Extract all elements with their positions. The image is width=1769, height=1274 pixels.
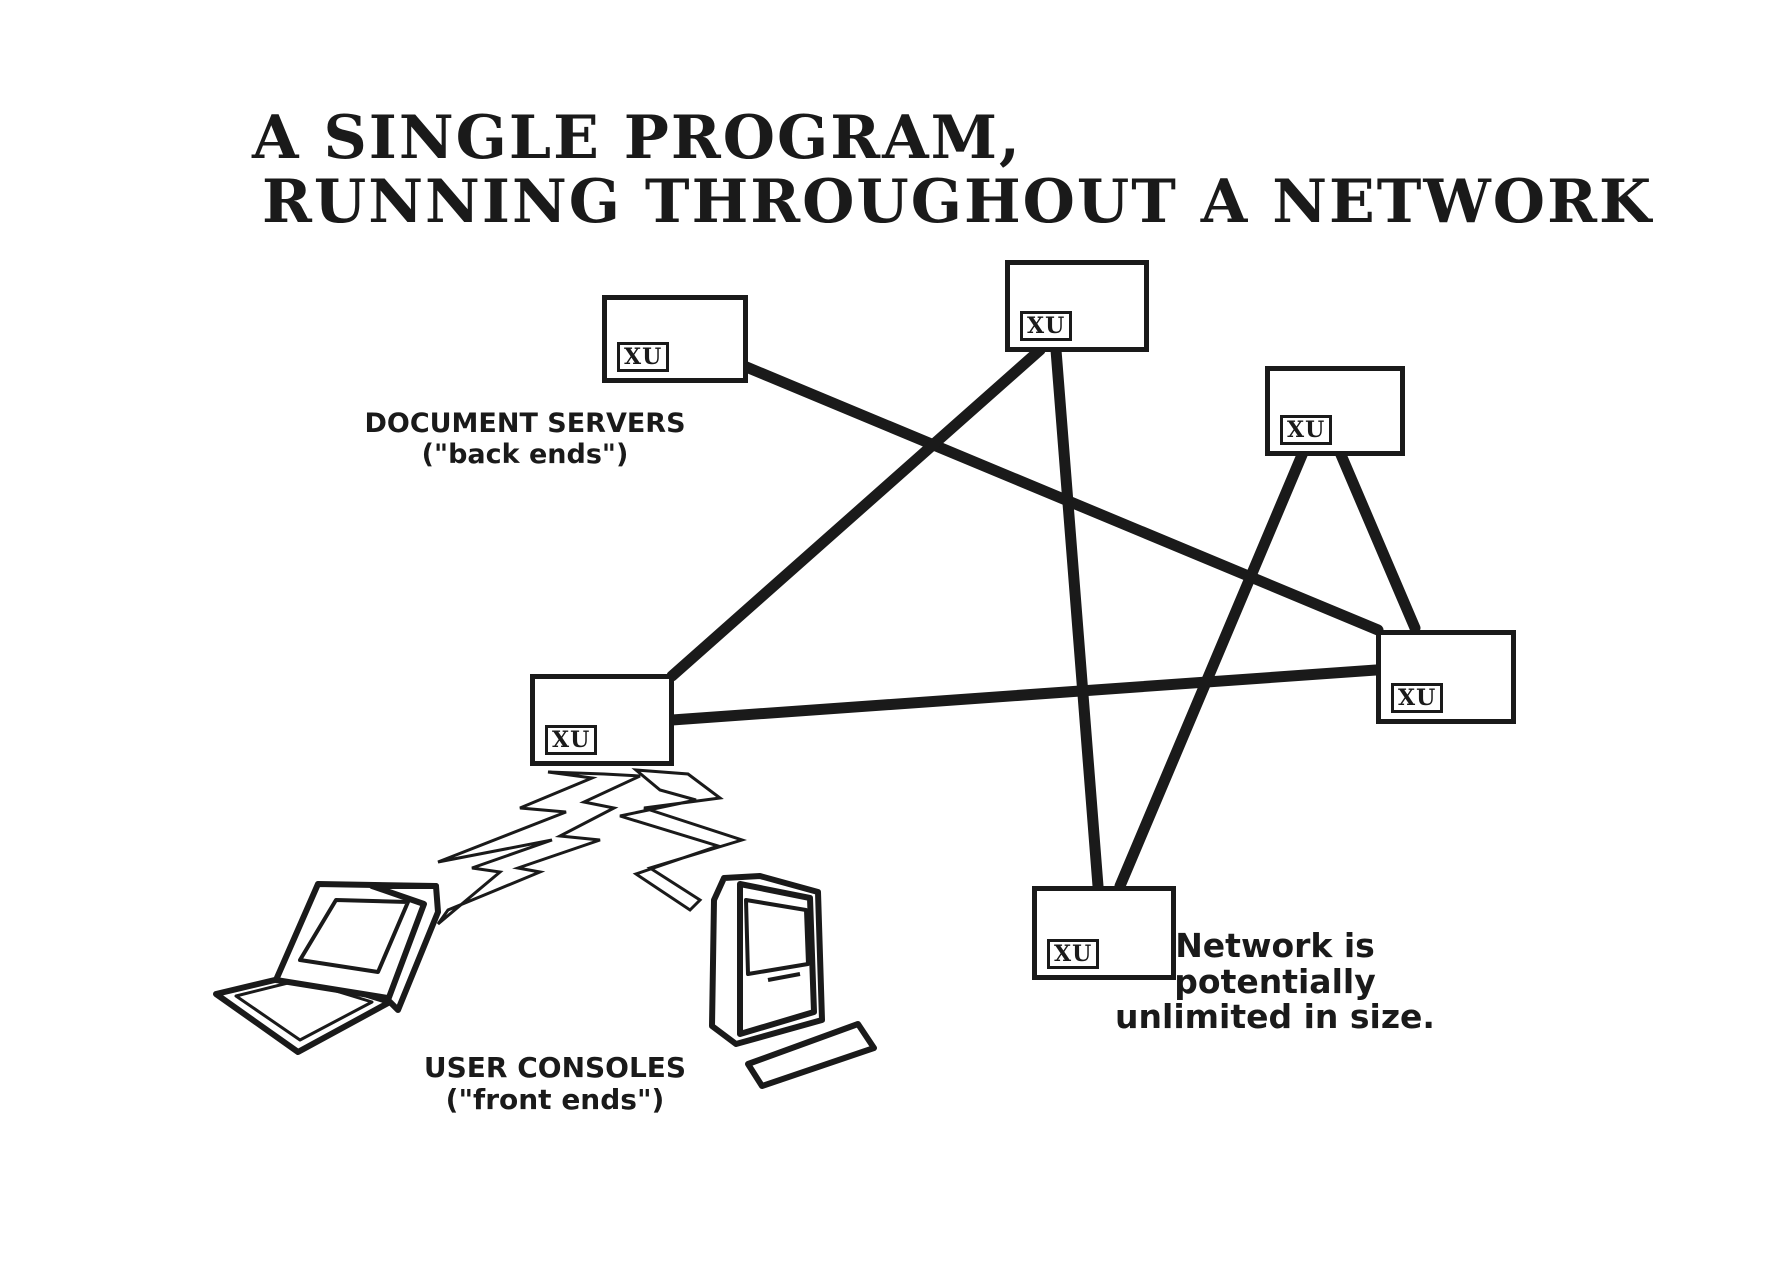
xu-badge: XU <box>545 725 598 755</box>
xu-badge: XU <box>1047 939 1100 969</box>
document-server-node[interactable]: XU <box>602 295 748 383</box>
network-note-line-2: potentially <box>1174 961 1376 1001</box>
lightning-link-icon <box>436 770 641 926</box>
link-server-b-to-server-f <box>1050 344 1104 892</box>
user-consoles-label: USER CONSOLES ("front ends") <box>395 1051 715 1117</box>
title-line-1: A SINGLE PROGRAM, <box>252 103 1022 173</box>
lightning-link-icon <box>619 768 747 912</box>
link-server-a-to-server-e <box>738 360 1384 636</box>
link-server-c-to-server-f <box>1114 430 1316 892</box>
document-servers-heading: DOCUMENT SERVERS <box>364 408 686 439</box>
xu-badge: XU <box>1020 311 1073 341</box>
laptop-icon <box>213 881 441 1055</box>
hub-server-node[interactable]: XU <box>530 674 674 766</box>
link-server-b-to-hub <box>666 344 1046 682</box>
network-note-line-1: Network is <box>1175 926 1375 965</box>
xu-badge: XU <box>1391 683 1444 713</box>
xu-badge: XU <box>617 342 670 372</box>
network-note-line-3: unlimited in size. <box>1115 997 1435 1037</box>
front-ends-caption: ("front ends") <box>445 1083 665 1117</box>
back-ends-caption: ("back ends") <box>421 439 629 471</box>
link-server-c-to-server-e <box>1327 430 1421 634</box>
xu-badge: XU <box>1280 415 1333 445</box>
desktop-computer-icon <box>709 873 877 1089</box>
link-hub-to-server-e <box>666 664 1382 726</box>
document-server-node[interactable]: XU <box>1032 886 1176 980</box>
document-server-node[interactable]: XU <box>1265 366 1405 456</box>
document-servers-label: DOCUMENT SERVERS ("back ends") <box>340 408 710 470</box>
user-consoles-heading: USER CONSOLES <box>423 1051 687 1084</box>
network-size-note: Network is potentially unlimited in size… <box>1100 928 1450 1035</box>
title-line-2: RUNNING THROUGHOUT A NETWORK <box>262 167 1654 237</box>
document-server-node[interactable]: XU <box>1376 630 1516 724</box>
document-server-node[interactable]: XU <box>1005 260 1149 352</box>
